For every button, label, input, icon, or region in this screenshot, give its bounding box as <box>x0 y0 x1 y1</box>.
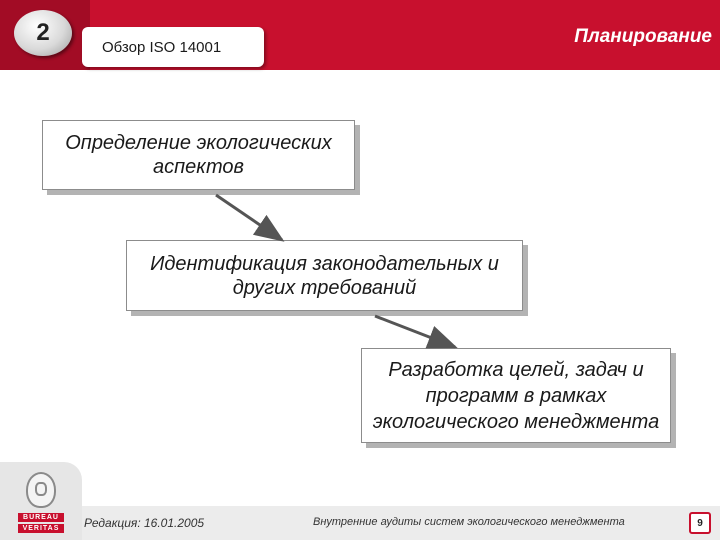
course-title: Внутренние аудиты систем экологического … <box>313 516 625 528</box>
step-box-environmental-aspects: Определение экологических аспектов <box>42 120 355 190</box>
subtitle-tab: Обзор ISO 14001 <box>82 27 264 67</box>
arrow-step2-to-step3 <box>374 314 458 349</box>
arrow-step1-to-step2 <box>215 193 285 242</box>
bureau-veritas-seal-icon <box>26 472 56 508</box>
logo-wordmark-line1: BUREAU <box>18 513 64 522</box>
page-title: Планирование <box>574 26 712 47</box>
section-number-badge: 2 <box>14 10 72 56</box>
step-box-legal-requirements: Идентификация законодательных и других т… <box>126 240 523 311</box>
logo-wordmark-line2: VERITAS <box>18 524 64 533</box>
page-number: 9 <box>689 512 711 534</box>
footer-bar <box>0 506 720 540</box>
revision-date: Редакция: 16.01.2005 <box>84 516 205 530</box>
step-box-objectives-programs: Разработка целей, задач и программ в рам… <box>361 348 671 443</box>
